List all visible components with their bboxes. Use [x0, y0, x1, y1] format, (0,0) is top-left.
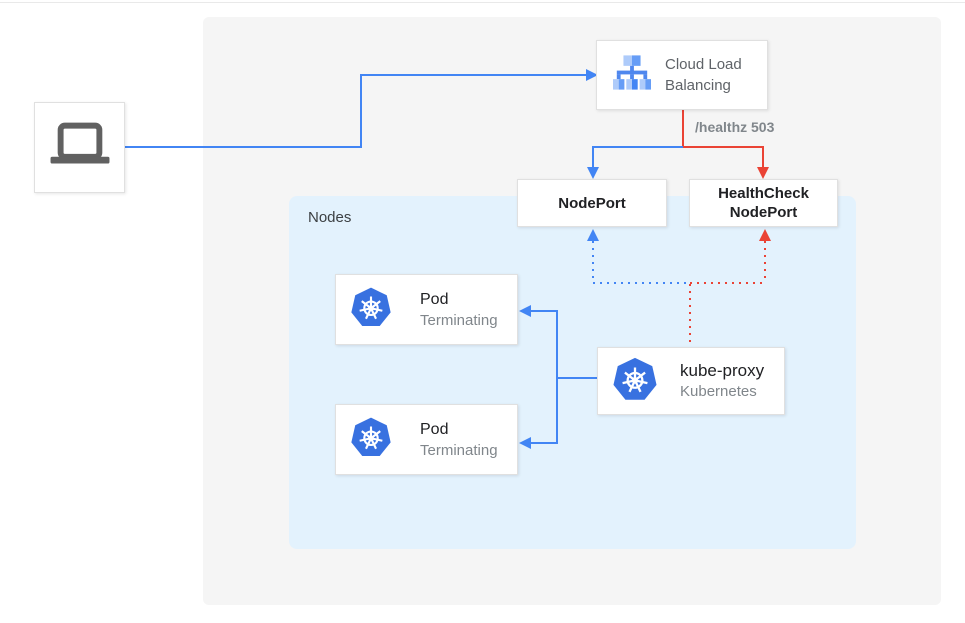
- edge-to-nodeport-v: [592, 146, 594, 169]
- pod1-title: Pod: [420, 290, 449, 308]
- pod1-status: Terminating: [420, 311, 498, 329]
- edge-client-to-clb-h2: [360, 74, 588, 76]
- pod1-text: Pod Terminating: [420, 289, 498, 331]
- edge-dotted-blue-h: [593, 282, 690, 284]
- arrowhead-into-healthcheck: [757, 167, 769, 179]
- edge-junction-red-h: [683, 146, 764, 148]
- kube-proxy-text: kube-proxy Kubernetes: [680, 360, 764, 402]
- kubernetes-icon: [612, 356, 658, 407]
- nodeport-node: NodePort: [517, 179, 667, 227]
- kubernetes-icon: [350, 286, 392, 333]
- edge-kubeproxy-left: [556, 377, 598, 379]
- pod2-status: Terminating: [420, 441, 498, 459]
- client-node: [34, 102, 125, 193]
- edge-kubeproxy-up-dotted: [689, 284, 691, 347]
- kube-proxy-title: kube-proxy: [680, 361, 765, 380]
- clb-label: Cloud Load Balancing: [665, 56, 742, 94]
- arrowhead-into-nodeport: [587, 167, 599, 179]
- edge-junction-blue-h: [592, 146, 683, 148]
- arrowhead-dotted-into-nodeport: [587, 229, 599, 241]
- edge-pods-spine: [556, 310, 558, 444]
- healthcheck-nodeport-node: HealthCheck NodePort: [689, 179, 838, 227]
- pod1-node: Pod Terminating: [335, 274, 518, 345]
- kube-proxy-subtitle: Kubernetes: [680, 383, 757, 400]
- healthcheck-label-line2: NodePort: [729, 204, 798, 221]
- edge-dotted-red-v: [764, 241, 766, 283]
- edge-to-healthcheck-v: [762, 146, 764, 169]
- kube-proxy-node: kube-proxy Kubernetes: [597, 347, 785, 415]
- nodeport-label: NodePort: [558, 194, 626, 212]
- kubernetes-icon: [350, 416, 392, 463]
- edge-to-pod2: [531, 442, 557, 444]
- top-divider: [0, 2, 965, 3]
- nodes-group-label: Nodes: [308, 209, 352, 226]
- healthcheck-label-line1: HealthCheck: [718, 185, 809, 202]
- pod2-node: Pod Terminating: [335, 404, 518, 475]
- cloud-load-balancing-icon: [613, 55, 651, 95]
- edge-dotted-blue-v: [592, 241, 594, 283]
- arrowhead-dotted-into-healthcheck: [759, 229, 771, 241]
- edge-client-to-clb-h1: [125, 146, 362, 148]
- pod2-title: Pod: [420, 420, 449, 438]
- arrowhead-into-clb: [586, 69, 598, 81]
- laptop-icon: [48, 122, 112, 173]
- healthz-503-label: /healthz 503: [695, 119, 775, 135]
- edge-to-pod1: [531, 310, 557, 312]
- arrowhead-into-pod1: [519, 305, 531, 317]
- edge-dotted-red-h: [690, 282, 766, 284]
- arrowhead-into-pod2: [519, 437, 531, 449]
- pod2-text: Pod Terminating: [420, 419, 498, 461]
- edge-client-to-clb-v: [360, 74, 362, 148]
- edge-clb-down-red: [682, 110, 684, 148]
- cloud-load-balancing-node: Cloud Load Balancing: [596, 40, 768, 110]
